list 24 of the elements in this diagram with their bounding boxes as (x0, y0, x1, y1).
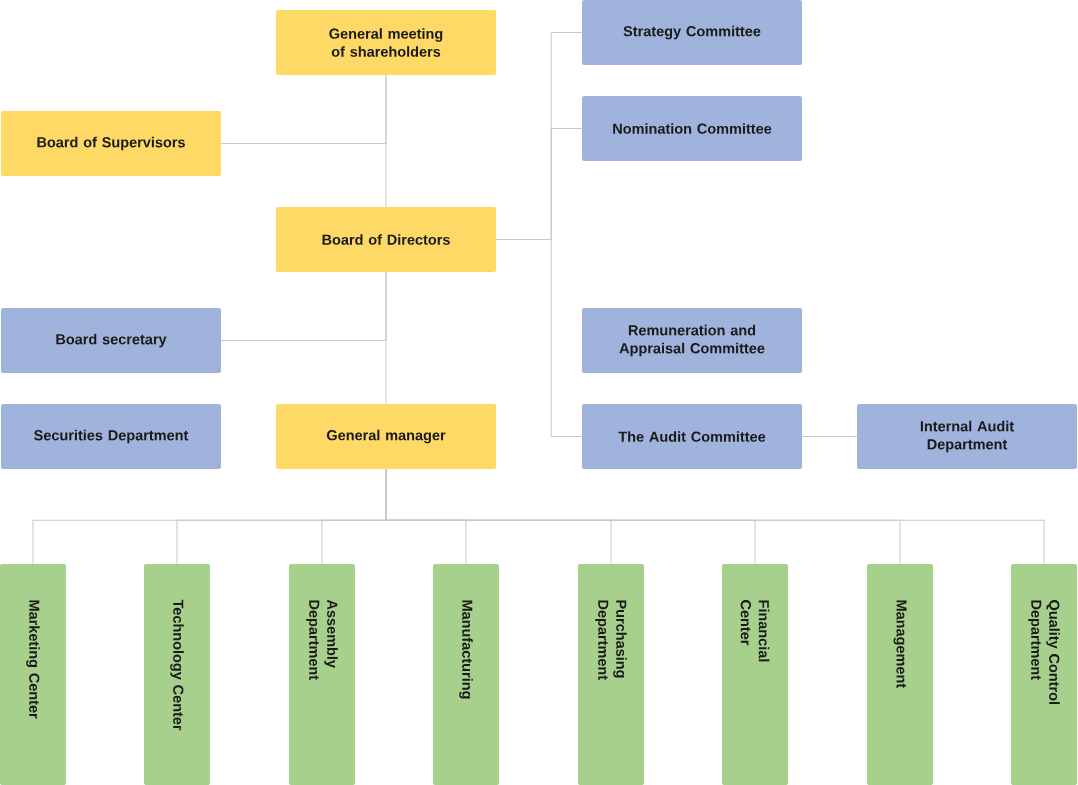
connector-line (801, 436, 858, 437)
department-box: Manufacturing (433, 564, 499, 785)
connector-line (495, 239, 583, 437)
committee-box: The Audit Committee (582, 404, 802, 469)
department-box: Management (867, 564, 933, 785)
org-box: General meeting of shareholders (276, 10, 496, 75)
department-box: Marketing Center (0, 564, 66, 785)
department-box: Assembly Department (289, 564, 355, 785)
department-box: Technology Center (144, 564, 210, 785)
department-box: Purchasing Department (578, 564, 644, 785)
connector-line (220, 271, 387, 341)
office-box: Internal Audit Department (857, 404, 1077, 469)
org-box: Board of Directors (276, 207, 496, 272)
office-box: Securities Department (1, 404, 221, 469)
org-box: General manager (276, 404, 496, 469)
committee-box: Strategy Committee (582, 0, 802, 65)
office-box: Board secretary (1, 308, 221, 373)
connector-line (385, 468, 1045, 565)
committee-box: Nomination Committee (582, 96, 802, 161)
org-box: Board of Supervisors (1, 111, 221, 176)
connector-line (220, 74, 387, 144)
committee-box: Remuneration and Appraisal Committee (582, 308, 802, 373)
department-box: Quality Control Department (1011, 564, 1077, 785)
department-box: Financial Center (722, 564, 788, 785)
